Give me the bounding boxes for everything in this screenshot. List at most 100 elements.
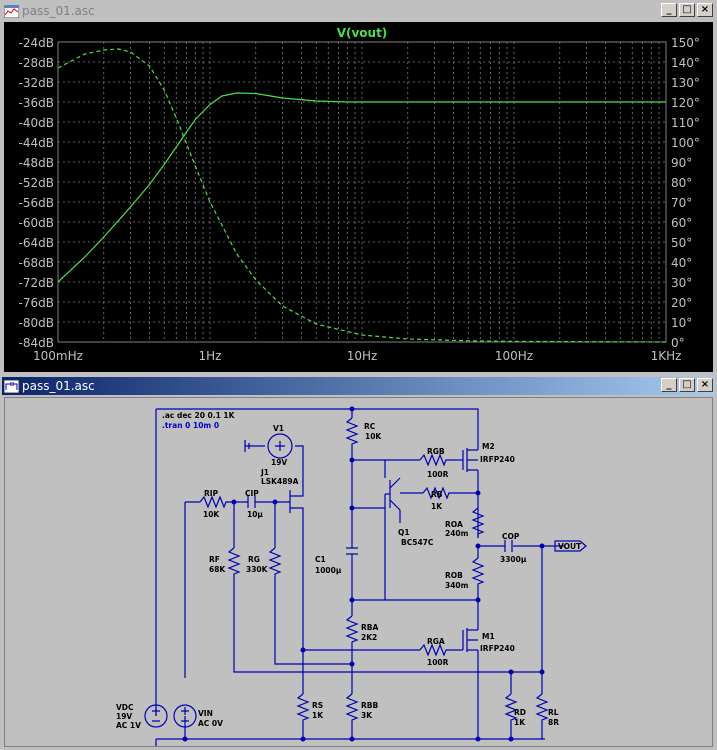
- x-tick-label: 10Hz: [347, 349, 378, 363]
- value-rl: 8R: [548, 718, 559, 727]
- value-rob: 340m: [445, 581, 469, 590]
- y-right-tick-label: 80°: [671, 176, 692, 190]
- schematic-canvas[interactable]: .ac dec 20 0.1 1K .tran 0 10m 0 RC 10K V…: [4, 397, 713, 750]
- y-right-tick-label: 120°: [671, 96, 700, 110]
- label-vin: VIN: [198, 709, 213, 718]
- label-rbb: RBB: [361, 701, 378, 710]
- y-right-tick-label: 10°: [671, 316, 692, 330]
- y-right-tick-label: 30°: [671, 276, 692, 290]
- resistor-rf: [227, 547, 241, 578]
- phase-trace: [57, 48, 667, 343]
- waveform-app-icon: [4, 4, 19, 18]
- y-left-tick-label: -72dB: [19, 276, 54, 290]
- value-cip: 10µ: [247, 510, 263, 519]
- y-left-tick-label: -60dB: [19, 216, 54, 230]
- schematic-window[interactable]: pass_01.asc _ □ ×: [0, 375, 717, 750]
- maximize-button[interactable]: □: [679, 3, 695, 17]
- label-roa: ROA: [445, 520, 463, 529]
- y-left-tick-label: -36dB: [19, 96, 54, 110]
- plot-titlebar[interactable]: pass_01.asc _ □ ×: [2, 2, 715, 20]
- value-v1: 19V: [271, 458, 287, 467]
- value-vin: AC 0V: [198, 719, 223, 728]
- wire: [462, 628, 468, 652]
- resistor-rb: [422, 486, 453, 500]
- y-right-tick-label: 140°: [671, 56, 700, 70]
- x-tick-label: 100mHz: [33, 349, 83, 363]
- y-right-tick-label: 20°: [671, 296, 692, 310]
- minimize-button[interactable]: _: [661, 378, 677, 392]
- wire: [290, 445, 304, 497]
- value-cop: 3300µ: [500, 555, 527, 564]
- label-rf: RF: [209, 555, 220, 564]
- y-left-tick-label: -52dB: [19, 176, 54, 190]
- y-right-tick-label: 50°: [671, 236, 692, 250]
- directive-ac: .ac dec 20 0.1 1K: [162, 411, 236, 420]
- label-m1: M1: [482, 632, 495, 641]
- y-right-tick-label: 0°: [671, 336, 685, 350]
- resistor-rga: [419, 643, 450, 657]
- label-q1: Q1: [398, 528, 410, 537]
- y-left-tick-label: -68dB: [19, 256, 54, 270]
- wire: [274, 502, 352, 665]
- schematic-app-icon: [4, 379, 19, 393]
- resistor-rd: [504, 693, 518, 724]
- y-left-tick-label: -40dB: [19, 116, 54, 130]
- y-right-tick-label: 40°: [671, 256, 692, 270]
- y-left-tick-label: -48dB: [19, 156, 54, 170]
- resistor-rba: [345, 615, 359, 646]
- y-right-tick-label: 110°: [671, 116, 700, 130]
- y-left-tick-label: -64dB: [19, 236, 54, 250]
- value-m2: IRFP240: [480, 455, 515, 464]
- value-c1: 1000µ: [315, 566, 342, 575]
- ac-vdc: AC 1V: [116, 721, 141, 730]
- value-vdc: 19V: [116, 712, 132, 721]
- wire: [233, 502, 542, 673]
- x-tick-label: 1KHz: [651, 349, 682, 363]
- y-right-tick-label: 150°: [671, 36, 700, 50]
- minimize-button[interactable]: _: [661, 3, 677, 17]
- value-rg: 330K: [246, 565, 269, 574]
- value-rd: 1K: [514, 718, 526, 727]
- schematic-titlebar[interactable]: pass_01.asc _ □ ×: [2, 377, 715, 395]
- label-rga: RGA: [427, 637, 445, 646]
- label-vdc: VDC: [116, 703, 134, 712]
- capacitor-c1: [346, 547, 358, 555]
- plot-title: V(vout): [337, 26, 388, 40]
- close-button[interactable]: ×: [697, 3, 713, 17]
- maximize-button[interactable]: □: [679, 378, 695, 392]
- value-rc: 10K: [365, 432, 382, 441]
- maximize-icon: □: [682, 379, 692, 390]
- x-tick-label: 1Hz: [199, 349, 222, 363]
- value-rs: 1K: [312, 711, 324, 720]
- label-c1: C1: [315, 555, 326, 564]
- resistor-rbb: [345, 693, 359, 724]
- label-rob: ROB: [445, 571, 463, 580]
- close-icon: ×: [700, 379, 710, 390]
- close-icon: ×: [700, 4, 710, 15]
- value-rf: 68K: [209, 565, 226, 574]
- label-rip: RIP: [204, 489, 219, 498]
- y-left-tick-label: -24dB: [19, 36, 54, 50]
- circuit-schematic[interactable]: .ac dec 20 0.1 1K .tran 0 10m 0 RC 10K V…: [5, 398, 712, 750]
- resistor-rc: [345, 417, 359, 448]
- value-rgb: 100R: [427, 470, 449, 479]
- label-rgb: RGB: [427, 447, 445, 456]
- y-left-tick-label: -28dB: [19, 56, 54, 70]
- y-right-tick-label: 100°: [671, 136, 700, 150]
- resistor-rgb: [419, 453, 450, 467]
- capacitor-cip: [247, 496, 256, 508]
- y-left-tick-label: -76dB: [19, 296, 54, 310]
- plot-window-title: pass_01.asc: [22, 4, 95, 18]
- label-rg: RG: [248, 555, 260, 564]
- x-tick-label: 100Hz: [495, 349, 533, 363]
- wire: [467, 629, 478, 651]
- close-button[interactable]: ×: [697, 378, 713, 392]
- net-label-vout[interactable]: VOUT: [558, 542, 582, 551]
- resistor-rip: [199, 495, 230, 509]
- source-vin: [173, 704, 197, 728]
- wire: [290, 507, 304, 650]
- wire: [244, 440, 250, 452]
